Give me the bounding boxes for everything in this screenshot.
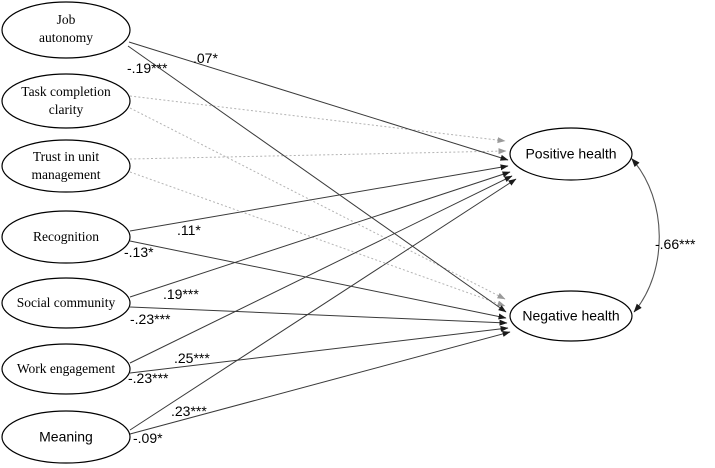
node-job-autonomy-label-line1: Job (57, 12, 76, 27)
outcome-nodes: Positive health Negative health (509, 127, 633, 342)
node-work-engagement[interactable]: Work engagement (1, 343, 131, 395)
node-meaning-label: Meaning (39, 429, 93, 445)
node-job-autonomy[interactable]: Job autonomy (1, 1, 131, 59)
path-trust-in-unit-management-to-negative-health (129, 171, 506, 307)
node-social-community-label: Social community (17, 295, 116, 310)
path-group-solid (127, 41, 517, 435)
node-task-completion-clarity-label-line1: Task completion (21, 84, 111, 99)
coefficient-label-social-community-negative-health: -.23*** (130, 311, 171, 327)
predictor-nodes: Job autonomy Task completion clarity Tru… (1, 1, 131, 464)
path-work-engagement-to-positive-health (129, 175, 513, 364)
path-recognition-to-negative-health (129, 240, 507, 320)
node-recognition-ellipse (1, 210, 131, 264)
node-task-completion-clarity-ellipse (1, 73, 131, 129)
correlation-curve-positive-negative-health (631, 158, 660, 313)
path-trust-in-unit-management-to-positive-health (129, 148, 507, 160)
node-meaning[interactable]: Meaning (1, 410, 131, 464)
path-meaning-to-negative-health (129, 331, 511, 435)
coefficient-label-job-autonomy-negative-health: -.19*** (127, 60, 168, 76)
path-job-autonomy-to-negative-health (127, 45, 507, 313)
node-meaning-ellipse (1, 410, 131, 464)
path-task-completion-clarity-to-negative-health (129, 107, 506, 300)
node-job-autonomy-label-line2: autonomy (39, 30, 93, 45)
node-positive-health[interactable]: Positive health (509, 127, 633, 181)
node-trust-in-unit-management[interactable]: Trust in unit management (1, 139, 131, 193)
coefficient-label-recognition-positive-health: .11* (177, 222, 201, 238)
path-meaning-to-positive-health (129, 178, 517, 431)
node-work-engagement-ellipse (1, 343, 131, 395)
path-group-dotted (129, 95, 507, 307)
node-negative-health[interactable]: Negative health (509, 290, 633, 342)
coefficient-label-meaning-negative-health: -.09* (133, 430, 163, 446)
node-trust-in-unit-management-label-line1: Trust in unit (33, 149, 100, 164)
node-negative-health-label: Negative health (522, 308, 619, 324)
node-positive-health-label: Positive health (525, 146, 616, 162)
path-recognition-to-positive-health (129, 164, 509, 232)
coefficient-label-recognition-negative-health: -.13* (124, 244, 154, 260)
node-recognition[interactable]: Recognition (1, 210, 131, 264)
coefficient-label-meaning-positive-health: .23*** (171, 403, 207, 419)
node-negative-health-ellipse (509, 290, 633, 342)
path-job-autonomy-to-positive-health (128, 41, 509, 161)
path-social-community-to-positive-health (129, 171, 511, 298)
node-recognition-label: Recognition (33, 229, 99, 244)
path-work-engagement-to-negative-health (129, 325, 509, 374)
node-task-completion-clarity[interactable]: Task completion clarity (1, 73, 131, 129)
node-task-completion-clarity-label-line2: clarity (49, 102, 84, 117)
node-social-community[interactable]: Social community (1, 277, 131, 329)
node-work-engagement-label: Work engagement (17, 361, 116, 376)
coefficient-label-work-engagement-negative-health: -.23*** (128, 370, 169, 386)
coefficient-label-work-engagement-positive-health: .25*** (174, 350, 210, 366)
node-trust-in-unit-management-label-line2: management (32, 167, 101, 182)
coefficient-label-social-community-positive-health: .19*** (163, 286, 199, 302)
coefficient-label-job-autonomy-positive-health: .07* (193, 50, 218, 66)
path-social-community-to-negative-health (129, 306, 508, 326)
coefficient-label-positive-negative-health-correlation: -.66*** (655, 236, 696, 252)
node-job-autonomy-ellipse (1, 1, 131, 59)
node-trust-in-unit-management-ellipse (1, 139, 131, 193)
node-social-community-ellipse (1, 277, 131, 329)
node-positive-health-ellipse (509, 127, 633, 181)
path-task-completion-clarity-to-positive-health (129, 95, 506, 144)
